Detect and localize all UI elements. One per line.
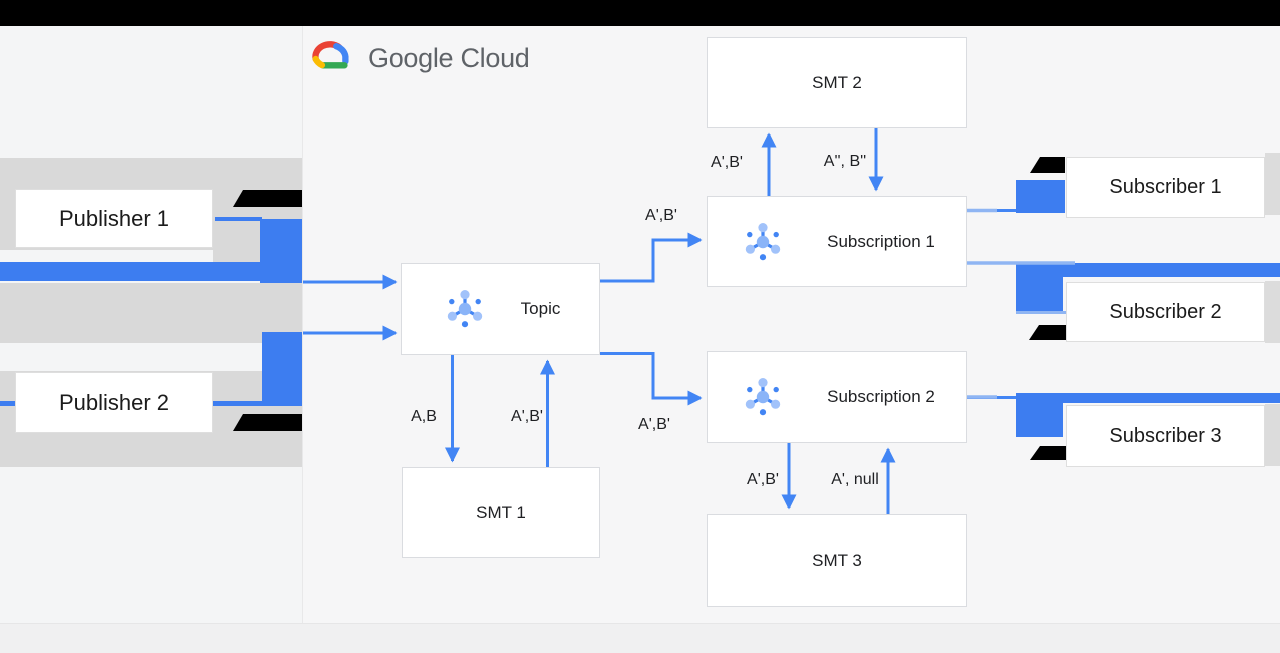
gray-edge-strip: [1265, 404, 1280, 466]
edge-label-topic-to-subscription1: A',B': [645, 207, 677, 224]
smt1-label: SMT 1: [476, 502, 526, 522]
smt3-node: SMT 3: [707, 514, 967, 607]
subscriber-2-label: Subscriber 2: [1109, 300, 1222, 323]
subscription1-label: Subscription 1: [827, 231, 935, 251]
subscription1-node: Subscription 1: [707, 196, 967, 287]
pubsub-icon: [745, 378, 781, 416]
subscriber-3-label: Subscriber 3: [1109, 424, 1222, 447]
edge-label-subscription2-to-smt3: A',B': [747, 471, 779, 488]
edge-label-topic-to-subscription2: A',B': [638, 416, 670, 433]
google-cloud-logo: Google Cloud: [308, 38, 530, 78]
blue-arrow-artifact: [1016, 393, 1280, 403]
zone-divider: [302, 26, 303, 623]
blue-arrow-artifact: [1016, 311, 1076, 314]
pubsub-icon: [745, 222, 781, 260]
google-cloud-logo-text: Google Cloud: [368, 42, 530, 73]
redacted-label: [1030, 446, 1067, 460]
edge-label-smt1-to-topic: A',B': [511, 408, 543, 425]
arrow-topic-to-subscription1: [600, 232, 703, 283]
blue-arrow-artifact: [1016, 403, 1063, 437]
subscriber-3-box: Subscriber 3: [1066, 405, 1265, 467]
redacted-label: [1029, 325, 1066, 340]
redacted-label: [233, 414, 302, 431]
subscriber-2-box: Subscriber 2: [1066, 282, 1265, 342]
publisher-1-box: Publisher 1: [15, 189, 213, 248]
subscriber-1-box: Subscriber 1: [1066, 157, 1265, 218]
redacted-label: [1030, 157, 1065, 173]
publisher-1-label: Publisher 1: [58, 205, 170, 231]
topic-node: Topic: [401, 263, 600, 355]
blue-arrow-artifact: [215, 217, 262, 221]
bottom-strip: [0, 623, 1280, 653]
edge-label-smt3-to-subscription2: A', null: [831, 471, 879, 488]
smt2-node: SMT 2: [707, 37, 967, 128]
blue-arrow-artifact: [262, 332, 302, 403]
edge-label-smt2-to-subscription1: A'', B'': [823, 153, 867, 170]
gray-edge-strip: [1265, 153, 1280, 215]
blue-arrow-artifact: [1016, 263, 1280, 277]
publisher-2-box: Publisher 2: [15, 372, 213, 433]
subscriber-1-label: Subscriber 1: [1109, 176, 1222, 198]
subscription2-label: Subscription 2: [827, 387, 935, 406]
smt3-label: SMT 3: [812, 550, 862, 570]
redacted-label: [233, 190, 302, 207]
arrow-topic-to-subscription2: [600, 352, 703, 406]
smt1-node: SMT 1: [402, 467, 600, 558]
edge-label-topic-to-smt1: A,B: [411, 408, 437, 425]
blue-arrow-artifact: [1016, 180, 1065, 185]
top-black-bar: [0, 0, 1280, 26]
google-cloud-logo-icon: [312, 41, 349, 69]
blue-arrow-artifact: [0, 262, 302, 281]
publisher-2-label: Publisher 2: [58, 389, 170, 415]
smt2-label: SMT 2: [812, 72, 862, 92]
gray-edge-strip: [1265, 281, 1280, 343]
blue-arrow-artifact: [1016, 277, 1063, 313]
gray-band: [0, 283, 302, 343]
blue-arrow-artifact: [1016, 184, 1065, 213]
topic-label: Topic: [520, 299, 561, 318]
pubsub-icon: [447, 290, 482, 328]
subscription2-node: Subscription 2: [707, 351, 967, 443]
edge-label-subscription1-to-smt2: A',B': [711, 154, 743, 171]
